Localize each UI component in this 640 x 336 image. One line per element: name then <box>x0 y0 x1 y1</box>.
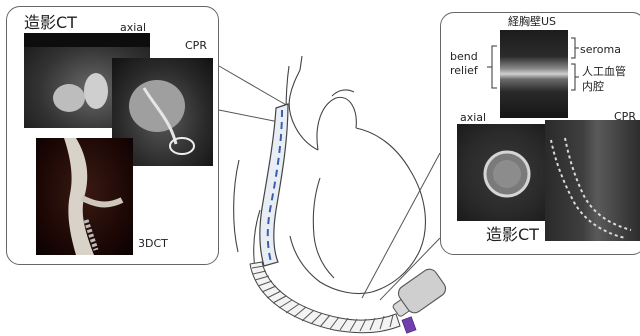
ct-cpr-label: CPR <box>185 40 207 51</box>
us-axial-label: axial <box>460 112 486 123</box>
ct-axial-label: axial <box>120 22 146 33</box>
ct-3d-anatomy <box>36 138 133 255</box>
leader-line-left-upper <box>219 66 288 106</box>
seroma-label: seroma <box>580 44 621 55</box>
us-title: 経胸壁US <box>508 16 556 27</box>
us-image <box>500 30 568 118</box>
graft-cross-section <box>457 124 552 221</box>
ct-title: 造影CT <box>24 15 77 31</box>
graft-lumen-label: 人工血管 内腔 <box>582 65 638 95</box>
us-cpr-ct-image <box>545 120 640 241</box>
ct-3d-label: 3DCT <box>138 238 168 249</box>
us-axial-ct-image <box>457 124 552 221</box>
graft-long-axis <box>545 120 640 241</box>
bend-relief <box>250 262 400 333</box>
bend-relief-label: bend relief <box>450 50 478 78</box>
pump-accent <box>402 317 416 334</box>
outflow-graft <box>260 104 288 266</box>
leader-line-left-lower <box>219 110 284 123</box>
ct-3d-image <box>36 138 133 255</box>
us-ct-title: 造影CT <box>486 227 539 243</box>
